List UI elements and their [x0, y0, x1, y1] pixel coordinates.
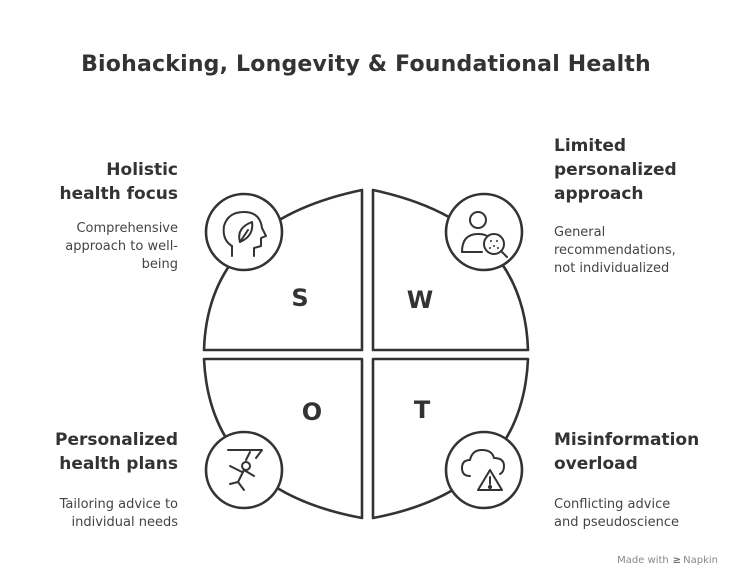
strength-block: Holistic health focus Comprehensive appr… — [28, 158, 178, 274]
weakness-block: Limited personalized approach General re… — [554, 134, 724, 278]
head-leaf-icon — [204, 192, 284, 272]
strength-description-line: approach to well- — [65, 239, 178, 254]
diagram-title: Biohacking, Longevity & Foundational Hea… — [81, 52, 651, 77]
threat-heading: Misinformation overload — [554, 428, 729, 476]
strength-heading-line: Holistic — [106, 160, 178, 180]
weakness-heading-line: approach — [554, 184, 644, 204]
opportunity-description-line: Tailoring advice to — [59, 497, 178, 512]
quadrant-s-letter: S — [291, 284, 308, 312]
threat-block: Misinformation overload Conflicting advi… — [554, 428, 729, 532]
weakness-description: General recommendations, not individuali… — [554, 224, 724, 278]
strength-description: Comprehensive approach to well- being — [28, 220, 178, 274]
opportunity-heading-line: Personalized — [55, 430, 178, 450]
quadrant-w-letter: W — [407, 286, 433, 314]
footer-prefix: Made with — [617, 555, 669, 566]
quadrant-o-letter: O — [302, 398, 322, 426]
threat-heading-line: Misinformation — [554, 430, 700, 450]
opportunity-description-line: individual needs — [71, 515, 178, 530]
strength-description-line: Comprehensive — [76, 221, 178, 236]
weakness-description-line: not individualized — [554, 261, 670, 276]
opportunity-block: Personalized health plans Tailoring advi… — [14, 428, 178, 532]
footer-credit: Made with≥Napkin — [617, 555, 718, 566]
threat-heading-line: overload — [554, 454, 638, 474]
threat-description: Conflicting advice and pseudoscience — [554, 496, 729, 532]
opportunity-heading-line: health plans — [59, 454, 178, 474]
cloud-warning-icon — [444, 430, 524, 510]
napkin-logo-icon: ≥ — [672, 555, 682, 566]
person-magnifier-icon — [444, 192, 524, 272]
weakness-heading-line: Limited — [554, 136, 627, 156]
strength-description-line: being — [141, 257, 178, 272]
quadrant-t-letter: T — [414, 396, 431, 424]
strength-heading-line: health focus — [59, 184, 178, 204]
climber-lightning-icon — [204, 430, 284, 510]
strength-heading: Holistic health focus — [28, 158, 178, 206]
weakness-heading-line: personalized — [554, 160, 677, 180]
opportunity-description: Tailoring advice to individual needs — [14, 496, 178, 532]
weakness-description-line: recommendations, — [554, 243, 676, 258]
threat-description-line: and pseudoscience — [554, 515, 679, 530]
opportunity-heading: Personalized health plans — [14, 428, 178, 476]
weakness-heading: Limited personalized approach — [554, 134, 724, 206]
weakness-description-line: General — [554, 225, 606, 240]
threat-description-line: Conflicting advice — [554, 497, 671, 512]
footer-brand[interactable]: Napkin — [683, 555, 718, 566]
